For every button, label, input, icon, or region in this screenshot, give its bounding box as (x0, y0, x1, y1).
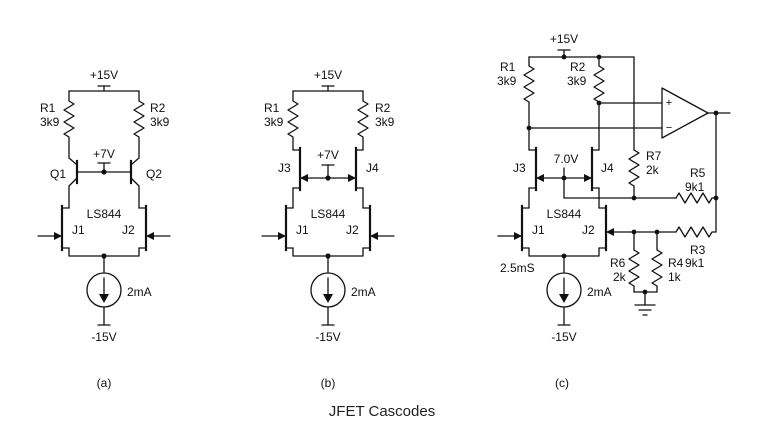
circuit-b-r1-name: R1 (264, 101, 280, 115)
circuit-c-part: LS844 (547, 207, 582, 221)
circuit-c-r3-name: R3 (690, 243, 706, 257)
circuit-a-j1-label: J1 (72, 223, 85, 237)
circuit-c-ground (633, 289, 658, 316)
circuit-b-j1-label: J1 (296, 223, 309, 237)
circuit-a-j2 (138, 204, 171, 252)
circuit-c-caption: (c) (555, 376, 569, 390)
circuit-b-j4 (327, 146, 364, 209)
circuit-c-j2 (598, 204, 635, 252)
circuit-a-r2-name: R2 (150, 101, 166, 115)
circuit-c-j3 (528, 146, 565, 209)
circuit-b-j3 (292, 146, 329, 209)
circuit-a-vpos: +15V (90, 68, 118, 82)
circuit-b-r1-value: 3k9 (264, 115, 284, 129)
figure-title: JFET Cascodes (329, 403, 435, 420)
circuit-c-current-source (546, 272, 582, 308)
circuit-b-caption: (b) (321, 376, 336, 390)
circuit-c-opamp-minus: − (666, 122, 672, 134)
circuit-c-r1-name: R1 (500, 60, 516, 74)
circuit-c-vneg: -15V (551, 330, 576, 344)
circuit-a-current-source (86, 272, 122, 308)
circuit-a-r1 (63, 90, 75, 149)
circuit-c-r1-value: 3k9 (497, 74, 517, 88)
circuit-c-gm: 2.5mS (500, 261, 535, 275)
circuit-a-j2-label: J2 (122, 223, 135, 237)
circuit-a-caption: (a) (97, 376, 112, 390)
circuit-c-r6-name: R6 (610, 256, 626, 270)
circuit-c-r2-name: R2 (570, 60, 586, 74)
circuit-a-vneg: -15V (91, 330, 116, 344)
circuit-a-isrc: 2mA (127, 285, 152, 299)
circuit-c-vmid: 7.0V (554, 152, 579, 166)
circuit-c-j4 (563, 146, 600, 209)
circuit-c-r6 (628, 249, 640, 293)
circuit-c-j1-label: J1 (532, 223, 545, 237)
circuit-b-j1 (261, 204, 294, 252)
circuit-a-r1-value: 3k9 (40, 115, 60, 129)
circuit-c-isrc: 2mA (587, 285, 612, 299)
circuit-c: +15V R1 3k9 R2 3k9 + − R7 2k R5 (497, 32, 731, 390)
circuit-c-r1 (523, 56, 535, 151)
circuit-a: +15V R1 3k9 R2 3k9 Q1 Q2 +7V (37, 68, 171, 390)
circuit-c-r4-value: 1k (668, 270, 682, 284)
circuit-b-vmid: +7V (317, 148, 339, 162)
circuit-a-r2-value: 3k9 (150, 115, 170, 129)
circuit-a-q1 (68, 147, 105, 209)
circuit-b-part: LS844 (311, 207, 346, 221)
circuit-c-r4-name: R4 (668, 256, 684, 270)
circuit-c-j2-label: J2 (582, 223, 595, 237)
circuit-c-r5 (675, 192, 717, 204)
circuit-a-q2-label: Q2 (146, 167, 162, 181)
circuit-a-q1-label: Q1 (50, 167, 66, 181)
circuit-c-j4-label: J4 (601, 161, 614, 175)
circuit-b-isrc: 2mA (351, 285, 376, 299)
circuit-a-j1 (37, 204, 70, 252)
circuit-c-r2-value: 3k9 (567, 74, 587, 88)
circuit-c-r7-value: 2k (646, 163, 660, 177)
circuit-c-r3-value: 9k1 (685, 256, 705, 270)
circuit-c-opamp: + − (661, 87, 709, 139)
circuit-b-r2-name: R2 (375, 101, 391, 115)
circuit-c-j1 (497, 204, 530, 252)
circuit-c-r3 (675, 226, 717, 238)
circuit-b-vneg: -15V (315, 330, 340, 344)
circuit-b-j2-label: J2 (346, 223, 359, 237)
circuit-b: +15V R1 3k9 R2 3k9 J3 J4 +7V (261, 68, 395, 390)
circuit-b-r1 (287, 90, 299, 151)
circuit-b-r2-value: 3k9 (375, 115, 395, 129)
circuit-c-r7 (628, 149, 640, 199)
circuit-c-r4 (651, 249, 663, 293)
circuit-a-vmid: +7V (93, 147, 115, 161)
circuit-b-current-source (310, 272, 346, 308)
circuit-c-r2 (593, 56, 605, 151)
circuit-c-vpos: +15V (550, 32, 578, 46)
circuit-b-r2 (357, 90, 369, 151)
circuit-a-r1-name: R1 (40, 101, 56, 115)
circuit-c-opamp-plus: + (666, 97, 672, 109)
circuit-b-vpos: +15V (314, 68, 342, 82)
circuit-a-part: LS844 (87, 207, 122, 221)
circuit-b-j3-label: J3 (278, 161, 291, 175)
circuit-b-j2 (362, 204, 395, 252)
circuit-c-r6-value: 2k (613, 270, 627, 284)
circuit-c-r7-name: R7 (646, 149, 662, 163)
circuit-b-j4-label: J4 (366, 161, 379, 175)
circuit-a-q2 (103, 147, 140, 209)
circuit-c-r5-name: R5 (690, 166, 706, 180)
circuit-c-r5-value: 9k1 (685, 180, 705, 194)
circuit-a-r2 (133, 90, 145, 149)
circuit-c-j3-label: J3 (513, 161, 526, 175)
